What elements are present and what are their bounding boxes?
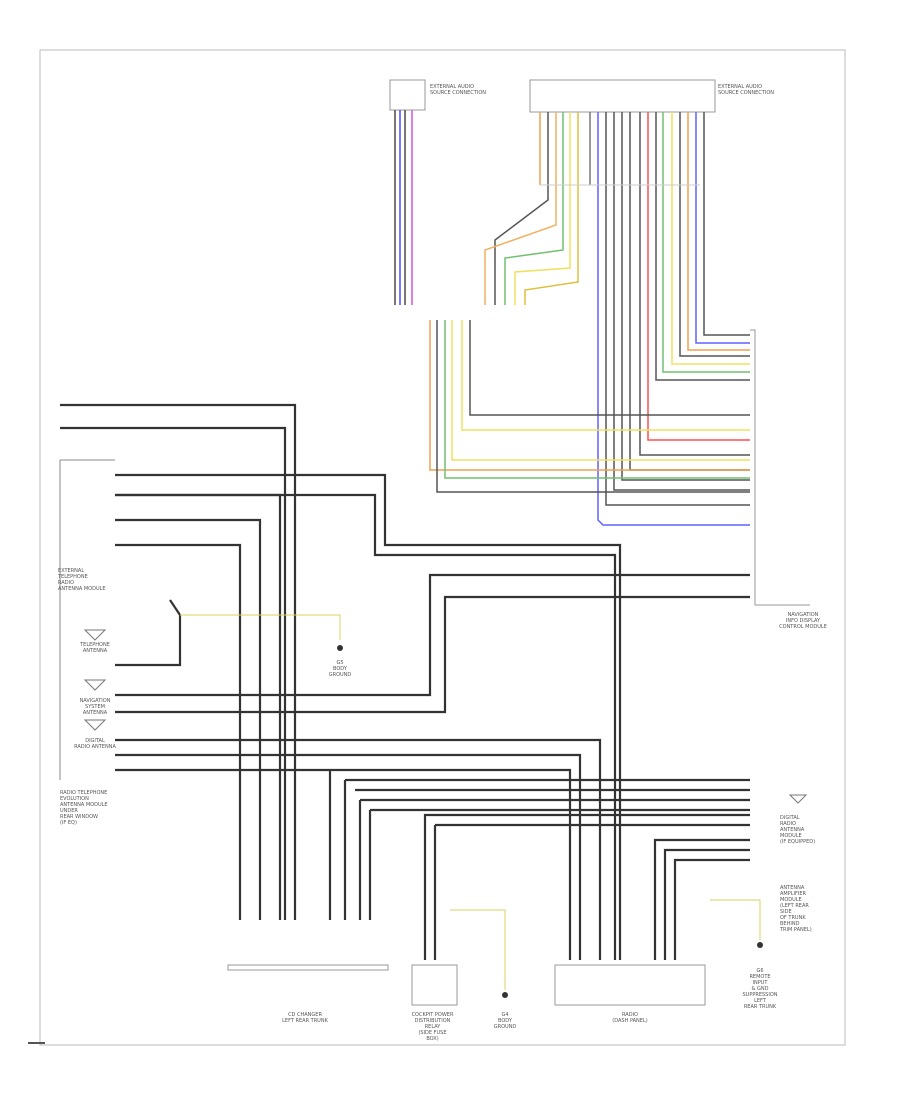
navigation-antenna-label: NAVIGATION SYSTEM ANTENNA [79,698,111,716]
connector-top-left [389,79,426,111]
digital-antenna-label: DIGITAL RADIO ANTENNA [74,738,116,750]
radio-telephone-note-label: RADIO TELEPHONE EVOLUTION ANTENNA MODULE… [60,790,108,826]
wires-top-left-connector [394,110,413,305]
diagram-frame [39,49,846,1046]
telephone-antenna-label: TELEPHONE ANTENNA [80,642,110,654]
radio-ground-right-label: G6 REMOTE INPUT & GND SUPPRESSION LEFT R… [742,968,778,1010]
radio-label: RADIO (DASH PANEL) [612,1012,648,1024]
wires-black-trunk [60,403,750,960]
ext-audio-label-1: EXTERNAL AUDIO SOURCE CONNECTION [430,84,486,96]
ext-audio-label-2: EXTERNAL AUDIO SOURCE CONNECTION [718,84,774,96]
wires-top-right-connector [484,112,750,526]
cd-changer-label: CD CHANGER LEFT REAR TRUNK [282,1012,328,1024]
ground-bottom-label: G4 BODY GROUND [493,1012,517,1030]
radio-module-box [750,329,810,606]
antenna-amp-right-label: ANTENNA AMPLIFIER MODULE (LEFT REAR SIDE… [780,885,812,933]
cockpit-relay-label: COCKPIT POWER DISTRIBUTION RELAY (SIDE F… [411,1012,454,1042]
antenna-left-label: EXTERNAL TELEPHONE RADIO ANTENNA MODULE [58,568,106,592]
antenna-symbols [83,629,808,804]
radio-module-label: NAVIGATION INFO DISPLAY CONTROL MODULE [779,612,827,630]
digital-radio-right-label: DIGITAL RADIO ANTENNA MODULE (IF EQUIPPE… [780,815,816,845]
ground-symbols [337,645,763,998]
bottom-connectors [227,964,706,1006]
connector-top-right [529,79,716,113]
wires-middle-colored [429,320,750,493]
wires-thin [59,459,761,990]
ground-center-label: G5 BODY GROUND [328,660,352,678]
